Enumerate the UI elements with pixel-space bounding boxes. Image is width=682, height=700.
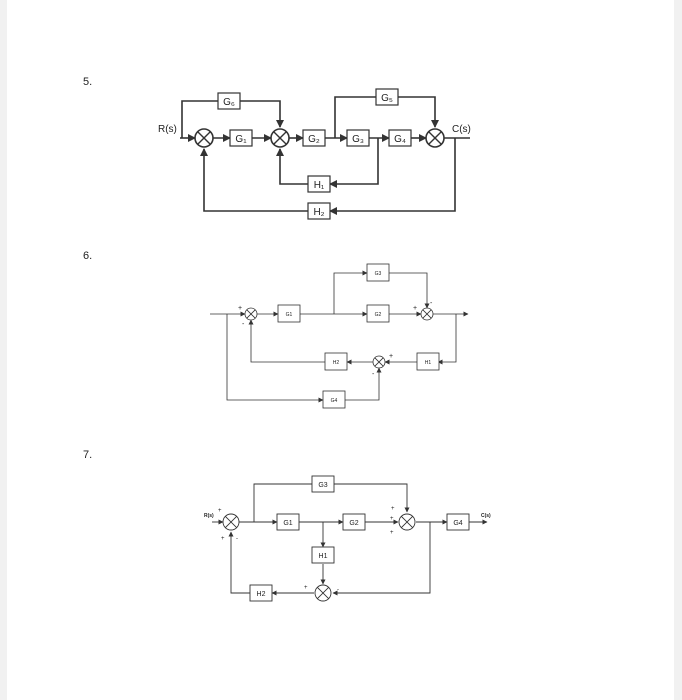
p5-block-g2-label: G₂ <box>308 134 320 145</box>
p7-g3-out-path <box>334 483 410 513</box>
p7-input-label: R(s) <box>204 513 214 519</box>
p7-block-g3: G3 <box>311 475 335 493</box>
p5-block-g1-label: G₁ <box>235 134 247 145</box>
p7-sign-sj2-left: + <box>390 516 394 522</box>
p5-block-h2-label: H₂ <box>313 207 324 218</box>
p5-h2-out-path <box>200 148 308 212</box>
p5-input-label: R(s) <box>158 124 177 135</box>
p7-block-h2-label: H2 <box>257 591 266 598</box>
p6-sign-sj1-bottom: - <box>242 321 245 328</box>
p7-sign-sj3-left: + <box>304 585 308 591</box>
p5-summing-junction-1 <box>194 128 214 148</box>
p7-sign-sj1-right: - <box>236 536 238 542</box>
p5-block-g4: G₄ <box>388 129 412 147</box>
p7-block-g2: G2 <box>342 513 366 531</box>
problem-6-number: 6. <box>83 250 93 262</box>
p7-sign-sj3-right: - <box>337 587 339 593</box>
p5-h1-out-path <box>276 148 308 185</box>
p6-g4-out-path <box>345 367 382 401</box>
p7-summing-junction-3 <box>314 584 332 602</box>
problem-5-number: 5. <box>83 76 93 88</box>
p7-feedback-to-sj3 <box>332 522 431 596</box>
p5-block-h1-label: H₁ <box>314 180 325 191</box>
p5-block-g3-label: G₃ <box>352 134 364 145</box>
p7-sign-sj1-bottom: + <box>221 536 225 542</box>
p5-block-h1: H₁ <box>307 175 331 193</box>
p5-summing-junction-2 <box>270 128 290 148</box>
p6-block-g2-label: G2 <box>375 312 382 318</box>
p5-h1-in-path <box>329 138 379 188</box>
p6-sign-sj3-right: + <box>389 353 393 360</box>
p5-block-g6: G₆ <box>217 92 241 110</box>
p5-block-g6-label: G₆ <box>223 97 235 108</box>
p6-block-g1: G1 <box>277 304 301 323</box>
p7-block-g4-label: G4 <box>453 520 462 527</box>
p6-sign-sj1-top: + <box>238 305 242 312</box>
p5-summing-junction-3 <box>425 128 445 148</box>
p6-g4-in-path <box>226 314 324 403</box>
p7-block-g3-label: G3 <box>318 482 327 489</box>
p6-summing-junction-2 <box>420 307 434 321</box>
diagram-5: G₁ G₂ G₃ G₄ G₅ G₆ H₁ H₂ R(s) <box>158 88 471 220</box>
p7-block-h2: H2 <box>249 584 273 602</box>
p6-summing-junction-1 <box>244 307 258 321</box>
p7-sign-sj2-bottom: + <box>390 530 394 536</box>
p7-output-label: C(s) <box>481 513 491 519</box>
p5-output-label: C(s) <box>452 124 471 135</box>
p5-block-g4-label: G₄ <box>394 134 406 145</box>
p7-sign-sj2-top: + <box>391 506 395 512</box>
p6-sign-sj2-top: - <box>430 300 433 307</box>
p7-summing-junction-1 <box>222 513 240 531</box>
diagram-7: G1 G2 G3 G4 H1 H2 R(s) C(s) + + - + + + … <box>204 475 491 602</box>
p7-block-g2-label: G2 <box>349 520 358 527</box>
p6-block-h2: H2 <box>324 352 348 371</box>
p6-sign-sj2-left: + <box>413 305 417 312</box>
p6-h2-out-path <box>248 319 325 363</box>
p6-block-g4-label: G4 <box>331 398 338 404</box>
p6-block-h2-label: H2 <box>333 360 340 366</box>
p7-h2-out-path <box>228 531 250 594</box>
p6-sign-sj3-bottom: - <box>372 371 375 378</box>
p5-g6-in-path <box>181 100 218 138</box>
p5-block-g5: G₅ <box>375 88 399 106</box>
p7-block-g4: G4 <box>446 513 470 531</box>
p5-block-g1: G₁ <box>229 129 253 147</box>
p7-summing-junction-2 <box>398 513 416 531</box>
p6-block-g3-label: G3 <box>375 271 382 277</box>
p5-h2-in-path <box>329 138 456 215</box>
p7-block-g1-label: G1 <box>283 520 292 527</box>
p7-block-h1-label: H1 <box>319 553 328 560</box>
diagram-6: G1 G2 G3 G4 H1 H2 + - - + + - <box>210 263 469 409</box>
p6-block-g3: G3 <box>366 263 390 282</box>
p6-h1-in-path <box>437 314 457 365</box>
p7-g3-in-path <box>253 483 312 522</box>
p6-summing-junction-3 <box>372 355 386 369</box>
p5-g6-out-path <box>240 100 284 128</box>
p5-g5-out-path <box>398 96 439 128</box>
p7-sign-sj1-left: + <box>218 508 222 514</box>
p7-block-g1: G1 <box>276 513 300 531</box>
p5-g5-in-path <box>334 96 376 138</box>
problem-7-number: 7. <box>83 449 93 461</box>
p7-block-h1: H1 <box>311 546 335 564</box>
p5-block-g5-label: G₅ <box>381 93 393 104</box>
p6-g3-in-path <box>333 270 368 314</box>
p6-block-h1: H1 <box>416 352 440 371</box>
p6-block-g2: G2 <box>366 304 390 323</box>
p5-block-g3: G₃ <box>346 129 370 147</box>
p5-block-g2: G₂ <box>302 129 326 147</box>
p6-block-g4: G4 <box>322 390 346 409</box>
document-page: 5. 6. 7. <box>7 0 674 700</box>
p6-g3-out-path <box>389 272 430 309</box>
p5-block-h2: H₂ <box>307 202 331 220</box>
p6-block-g1-label: G1 <box>286 312 293 318</box>
p6-block-h1-label: H1 <box>425 360 432 366</box>
